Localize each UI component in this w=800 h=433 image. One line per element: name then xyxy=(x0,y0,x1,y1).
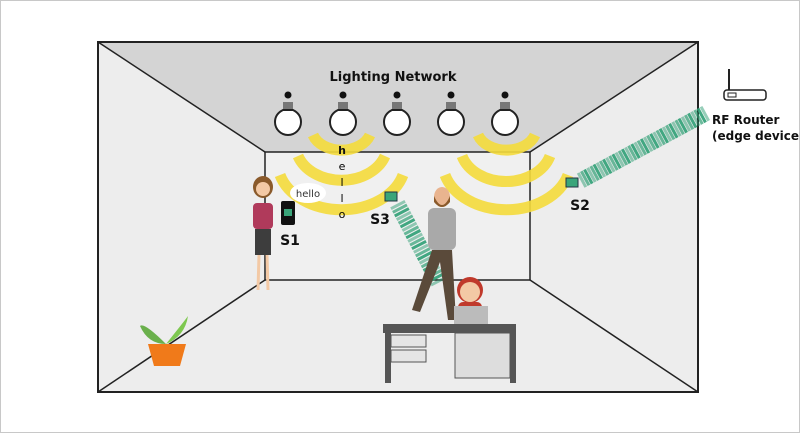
rf-signal-stripe xyxy=(617,150,629,166)
rf-signal-stripe xyxy=(627,145,638,161)
rf-signal-stripe xyxy=(633,141,644,158)
rf-signal-stripe xyxy=(411,239,427,251)
rf-signal-stripe xyxy=(583,168,594,185)
rf-signal-stripe xyxy=(696,107,707,124)
rf-signal-stripe xyxy=(658,128,670,144)
rf-signal-stripe xyxy=(687,112,698,129)
walking-man xyxy=(412,187,456,320)
rf-signal-stripe xyxy=(399,218,416,229)
rf-signal-stripe xyxy=(693,109,704,125)
rf-signal-stripe xyxy=(595,162,607,178)
light-waves xyxy=(274,132,574,216)
rf-signal-stripe xyxy=(592,163,603,180)
sensor-s3-label: S3 xyxy=(370,212,390,228)
light-bulbs xyxy=(273,91,520,136)
rf-signal-stripe xyxy=(652,131,663,147)
speech-bubble-text: hello xyxy=(296,189,320,200)
rf-signal-stripe xyxy=(699,105,710,122)
router-label-line2: (edge device) xyxy=(712,129,800,143)
rf-signal-stripe xyxy=(690,111,701,127)
rf-signal-stripe xyxy=(390,199,406,211)
light-bulb-icon xyxy=(436,91,466,136)
rf-signal-stripe xyxy=(646,134,657,151)
rf-signal-stripe xyxy=(661,126,673,142)
vertical-letter: h xyxy=(338,144,346,157)
vertical-letter: o xyxy=(339,208,346,221)
rf-signal-stripe xyxy=(430,276,446,287)
rf-signal-stripe xyxy=(649,133,660,149)
rf-signal-stripe xyxy=(639,138,651,154)
rf-signal-stripe xyxy=(589,165,600,181)
sensor-s2-label: S2 xyxy=(570,198,590,214)
rf-signal-stripe xyxy=(586,167,597,183)
vertical-letter: e xyxy=(339,160,346,173)
desk-with-person xyxy=(383,277,516,383)
rf-signal-stripe xyxy=(405,229,422,240)
rf-signal-stripe xyxy=(608,155,619,171)
rf-signal-stripe xyxy=(407,232,423,243)
rf-signal-stripe xyxy=(395,210,412,221)
rf-signal-stripe xyxy=(665,124,676,141)
rf-signal-stripe xyxy=(605,156,616,173)
rf-signal-stripe xyxy=(598,160,610,176)
rf-signal-stripe xyxy=(602,158,613,175)
rf-signal-stripe xyxy=(614,151,625,168)
rf-signal-stripe xyxy=(671,121,682,137)
potted-plant xyxy=(140,316,188,366)
laptop-icon xyxy=(454,306,488,326)
rf-signal-stripe xyxy=(668,122,679,139)
rf-signal-stripe xyxy=(611,153,622,170)
rf-signal-stripe xyxy=(630,143,641,159)
rf-signal-stripe xyxy=(401,221,418,232)
woman-with-phone xyxy=(253,176,295,291)
rf-signal-stripe xyxy=(416,250,433,261)
rf-signal-stripe xyxy=(576,172,588,188)
router-icon xyxy=(723,69,767,101)
light-bulb-icon xyxy=(328,91,358,136)
rf-signal-stripe xyxy=(655,129,666,146)
rf-signal-stripe xyxy=(620,148,632,164)
room-outline xyxy=(97,41,699,393)
router-label-line1: RF Router xyxy=(712,113,780,127)
light-bulb-icon xyxy=(490,91,520,136)
rf-signal-stripe xyxy=(415,247,431,258)
rf-signal-stripe xyxy=(680,116,692,132)
rf-signal-stripe xyxy=(394,207,410,218)
rf-signal-stripe xyxy=(624,146,635,163)
speech-bubble xyxy=(290,183,326,203)
lighting-network-title: Lighting Network xyxy=(330,70,457,85)
rf-signal-stripe xyxy=(674,119,685,136)
sensor-s2-icon xyxy=(565,177,579,188)
rf-signal-stripe xyxy=(392,203,408,214)
light-bulb-icon xyxy=(382,91,412,136)
rf-signal-stripe xyxy=(636,139,647,156)
sensor-s3-icon xyxy=(384,191,398,202)
rf-signal-stripe xyxy=(677,117,688,134)
rf-signal-stripe xyxy=(409,236,425,247)
vertical-letter: l xyxy=(340,192,343,205)
sensor-s1-label: S1 xyxy=(280,233,300,249)
light-bulb-icon xyxy=(273,91,303,136)
rf-signal-stripe xyxy=(643,136,654,153)
vertical-letter: l xyxy=(340,176,343,189)
rf-signal-stripe xyxy=(397,214,414,225)
rf-signal-stripe xyxy=(413,243,429,254)
rf-signal-stripe xyxy=(683,114,695,130)
rf-signal-stripe xyxy=(403,225,420,236)
rf-signal-stripe xyxy=(580,170,591,187)
room-edges xyxy=(97,41,699,393)
